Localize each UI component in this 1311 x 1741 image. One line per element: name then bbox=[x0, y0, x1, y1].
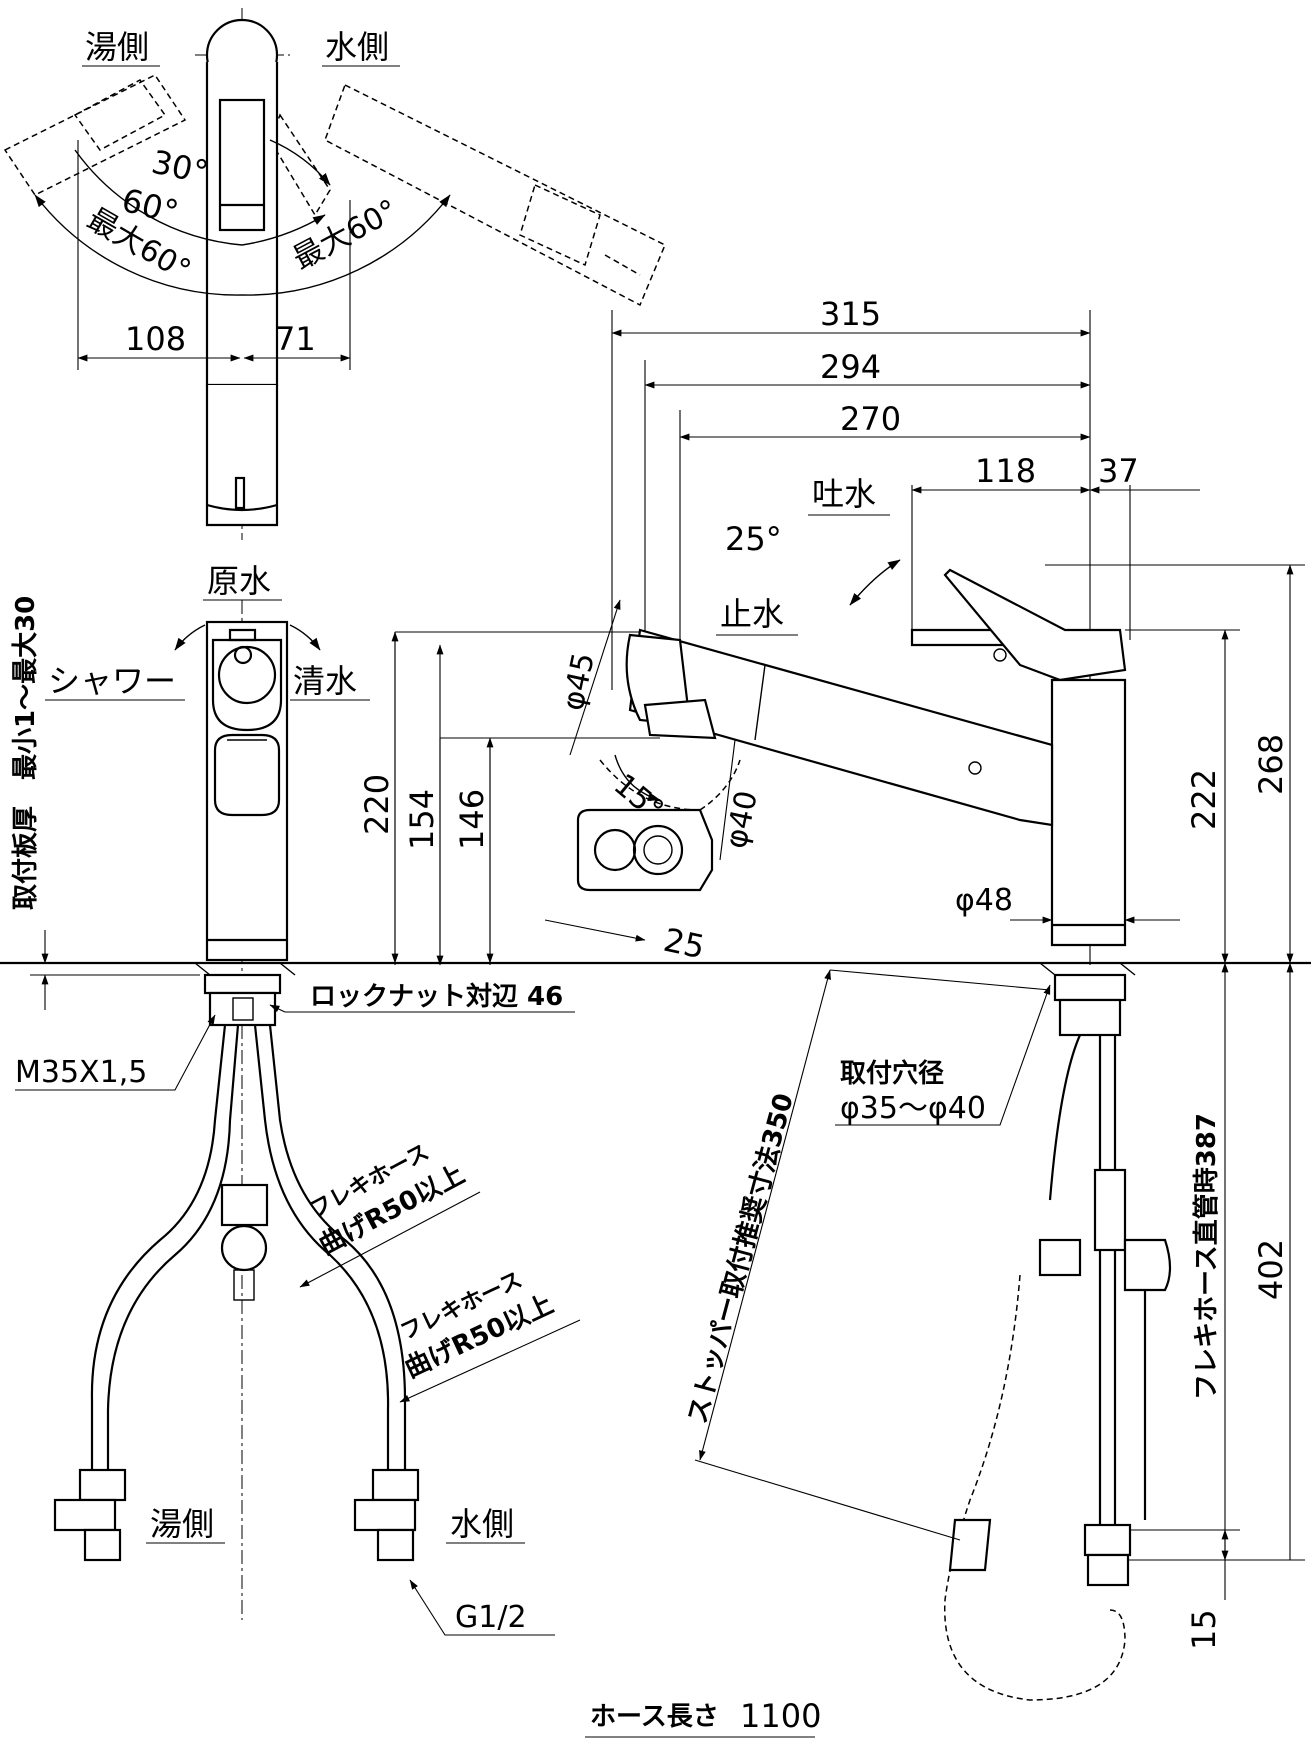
angle-25: 25° bbox=[725, 520, 782, 558]
dim-268: 268 bbox=[1252, 734, 1290, 795]
front-hot-label: 湯側 bbox=[150, 1505, 214, 1543]
top-max-cold: 最大60° bbox=[287, 193, 403, 277]
stop-label: 止水 bbox=[720, 595, 784, 633]
dim-154: 154 bbox=[403, 789, 441, 850]
top-dim-71: 71 bbox=[275, 320, 316, 358]
hole-title: 取付穴径 bbox=[840, 1059, 944, 1089]
front-raw-label: 原水 bbox=[207, 562, 271, 600]
dia-48: φ48 bbox=[955, 883, 1013, 918]
dim-146: 146 bbox=[453, 789, 491, 850]
front-filtered-label: 清水 bbox=[293, 662, 357, 700]
hole-value: φ35～φ40 bbox=[840, 1091, 986, 1126]
connection-label: G1/2 bbox=[455, 1600, 527, 1635]
front-shower-label: シャワー bbox=[48, 662, 176, 700]
hose-length-value: 1100 bbox=[740, 1697, 821, 1735]
stopper-label: ストッパー取付推奨寸法350 bbox=[683, 1090, 800, 1426]
top-cold-label: 水側 bbox=[325, 28, 389, 66]
dia-45: φ45 bbox=[556, 650, 602, 714]
dim-118: 118 bbox=[975, 452, 1036, 490]
outlet-label: 吐水 bbox=[812, 475, 876, 513]
top-hot-label: 湯側 bbox=[85, 28, 149, 66]
dim-15: 15 bbox=[1185, 1609, 1223, 1650]
top-dim-108: 108 bbox=[125, 320, 186, 358]
dim-37: 37 bbox=[1098, 452, 1139, 490]
locknut-label: ロックナット対辺 46 bbox=[310, 982, 563, 1012]
top-angle-30: 30° bbox=[148, 143, 211, 192]
dim-222: 222 bbox=[1185, 769, 1223, 830]
plate-thickness-label: 取付板厚 最小1～最大30 bbox=[11, 596, 41, 910]
dia-40: φ40 bbox=[719, 788, 765, 852]
dim-270: 270 bbox=[840, 400, 901, 438]
dim-315: 315 bbox=[820, 295, 881, 333]
front-cold-label: 水側 bbox=[450, 1505, 514, 1543]
dim-220: 220 bbox=[358, 774, 396, 835]
thread-label: M35X1,5 bbox=[15, 1055, 147, 1090]
dim-294: 294 bbox=[820, 348, 881, 386]
dim-25: 25 bbox=[660, 921, 708, 967]
hose-length-label: ホース長さ bbox=[590, 1702, 719, 1732]
flex-straight-label: フレキホース直管時387 bbox=[1192, 1113, 1222, 1400]
dim-402: 402 bbox=[1252, 1239, 1290, 1300]
top-view: 湯側 水側 30° 60° 最大60° 最大60° 108 71 bbox=[3, 8, 666, 540]
